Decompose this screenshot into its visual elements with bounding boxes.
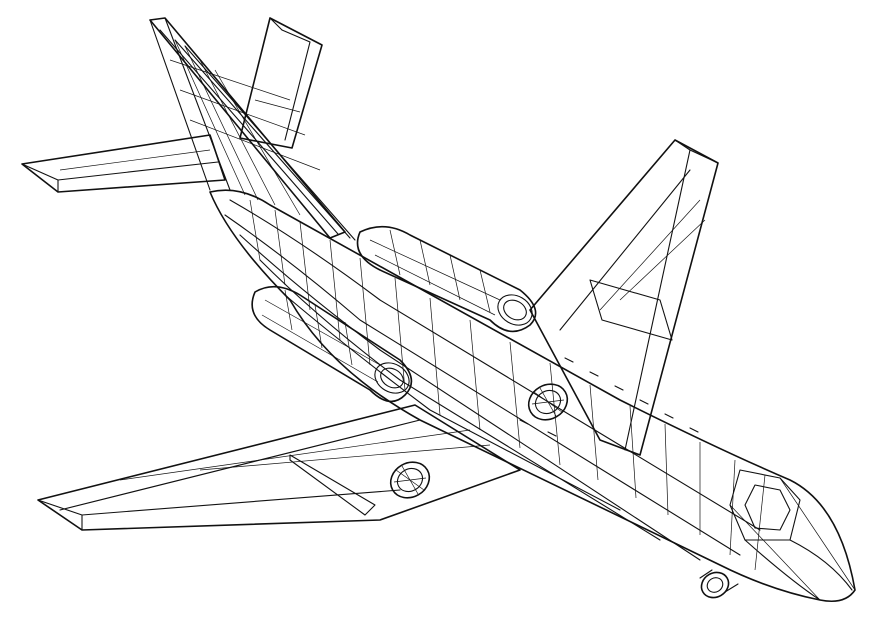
main-gear-right-wheel bbox=[527, 383, 569, 421]
engine-upper bbox=[356, 225, 537, 333]
horizontal-stabilizer-left bbox=[21, 134, 226, 193]
fuselage bbox=[209, 189, 856, 603]
engine-lower bbox=[251, 285, 413, 403]
main-gear-left-wheel bbox=[389, 461, 431, 499]
horizontal-stabilizer-upper bbox=[239, 17, 323, 149]
vertical-tail-fin bbox=[149, 17, 356, 241]
cockpit-nose bbox=[729, 469, 856, 601]
nose-gear-wheel bbox=[699, 569, 739, 599]
left-wing bbox=[37, 404, 521, 531]
right-wing bbox=[529, 139, 719, 456]
